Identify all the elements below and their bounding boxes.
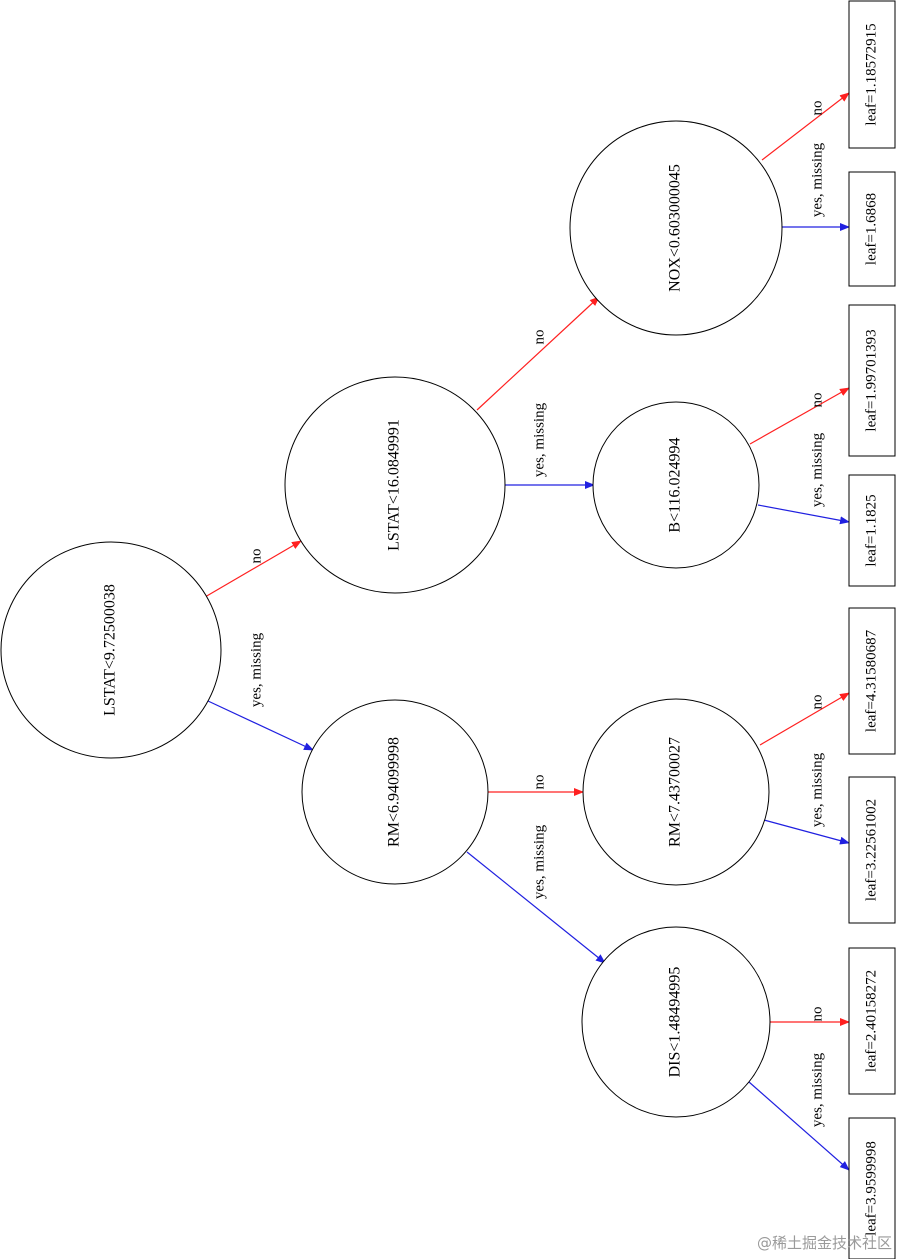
split-node-label-n2: RM<6.94099998: [386, 737, 403, 847]
edge-label-n0-n2: yes, missing: [248, 632, 264, 707]
split-node-label-n5: RM<7.43700027: [667, 737, 684, 847]
split-node-label-n0: LSTAT<9.72500038: [102, 584, 119, 716]
edge-label-n2-n6: yes, missing: [531, 824, 547, 899]
split-node-n0: [0, 541, 222, 759]
split-node-n3: [569, 120, 783, 336]
leaf-node-l0: [848, 0, 896, 149]
edge-n4-l3: [757, 504, 850, 525]
leaf-label-l0: leaf=1.18572915: [863, 23, 879, 125]
leaf-node-l7: [848, 1117, 896, 1259]
leaf-node-l4: [848, 607, 896, 755]
split-node-label-n4: B<116.024994: [667, 437, 684, 532]
leaf-label-l5: leaf=3.22561002: [863, 799, 879, 901]
leaf-node-l6: [848, 947, 896, 1095]
leaf-label-l1: leaf=1.6868: [863, 193, 879, 265]
leaf-node-l5: [848, 776, 896, 924]
edge-n3-l0: [761, 92, 850, 161]
split-node-label-n6: DIS<1.48494995: [667, 967, 684, 1078]
edge-label-n1-n3: no: [531, 330, 547, 345]
edge-n0-n2: [207, 700, 314, 751]
edge-n5-l4: [759, 692, 850, 746]
edge-n0-n1: [204, 540, 302, 598]
edge-label-n0-n1: no: [248, 549, 264, 564]
watermark: @稀土掘金技术社区: [756, 1234, 892, 1252]
edge-n1-n3: [476, 296, 600, 411]
edge-label-n5-l4: no: [809, 695, 825, 710]
split-node-label-n1: LSTAT<16.0849991: [386, 419, 403, 551]
leaf-node-l3: [848, 474, 896, 587]
split-node-n4: [592, 401, 760, 569]
leaf-label-l3: leaf=1.1825: [863, 494, 879, 566]
edge-label-n1-n4: yes, missing: [531, 402, 547, 477]
edge-label-n4-l2: no: [809, 393, 825, 408]
edge-label-n5-l5: yes, missing: [809, 752, 825, 827]
leaf-label-l2: leaf=1.99701393: [863, 329, 879, 431]
edge-n4-l2: [749, 387, 850, 445]
split-node-label-n3: NOX<0.603000045: [667, 164, 684, 292]
split-node-n6: [581, 926, 771, 1118]
leaf-label-l4: leaf=4.31580687: [863, 629, 879, 732]
edge-n6-l7: [748, 1081, 850, 1171]
edge-label-n4-l3: yes, missing: [809, 432, 825, 507]
leaf-node-l1: [848, 171, 896, 287]
split-node-n1: [284, 376, 506, 594]
leaf-label-l7: leaf=3.9599998: [863, 1141, 879, 1236]
edge-label-n2-n5: no: [531, 775, 547, 790]
edge-n2-n6: [466, 851, 606, 964]
edge-label-n3-l0: no: [809, 101, 825, 116]
split-node-n5: [582, 698, 770, 886]
edge-n5-l5: [763, 819, 850, 845]
leaf-node-l2: [848, 304, 896, 457]
edge-label-n6-l6: no: [809, 1007, 825, 1022]
edge-label-n6-l7: yes, missing: [809, 1052, 825, 1127]
edge-label-n3-l1: yes, missing: [809, 142, 825, 217]
split-node-n2: [301, 699, 489, 885]
leaf-label-l6: leaf=2.40158272: [863, 970, 879, 1072]
